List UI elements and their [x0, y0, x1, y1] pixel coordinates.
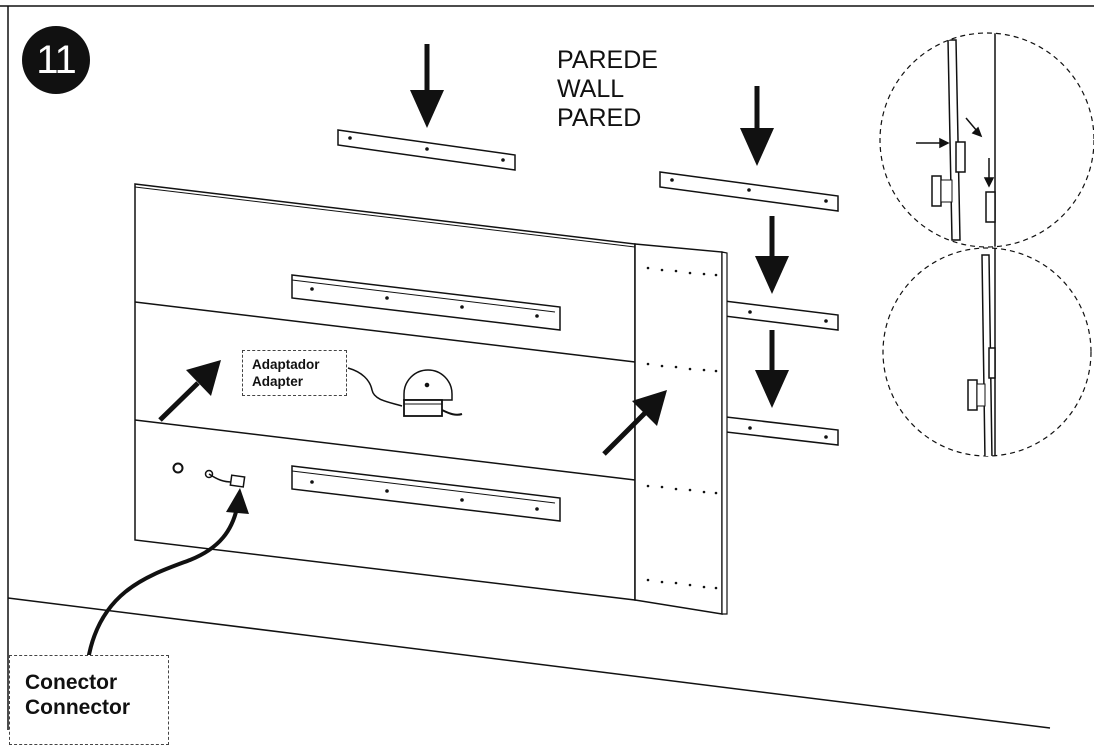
wall-rail-right-1: [659, 171, 839, 212]
step-number-badge: 11: [22, 26, 90, 94]
connector-plug: [208, 473, 246, 488]
power-adapter: [347, 367, 463, 417]
adapter-callout: Adaptador Adapter: [242, 350, 347, 396]
adapter-label-en: Adapter: [252, 374, 304, 389]
arrow-down-right-2: [755, 216, 789, 294]
arrow-down-right-1: [740, 86, 774, 166]
panel-rail-lower: [291, 465, 561, 522]
wall-label-pt: PAREDE: [557, 46, 658, 74]
wall-label: PAREDE WALL PARED: [557, 46, 658, 133]
detail-view-bottom: [882, 247, 1092, 457]
arrow-down-top: [410, 44, 444, 128]
arrows: [86, 44, 789, 661]
connector-callout: Conector Connector: [9, 655, 169, 745]
arrow-connector-curve: [86, 488, 249, 661]
arrow-down-right-3: [755, 330, 789, 408]
floor-line: [7, 597, 1051, 729]
connector-label-en: Connector: [25, 696, 130, 719]
arrow-diag-right: [602, 390, 667, 456]
panel-rail-upper: [291, 274, 561, 331]
wall-rail-top: [337, 129, 516, 171]
adapter-label-pt: Adaptador: [252, 357, 320, 372]
side-panel: [634, 243, 728, 615]
page-frame: [0, 5, 1094, 730]
connector-label-pt: Conector: [25, 671, 118, 694]
wall-label-en: WALL: [557, 75, 625, 103]
assembly-illustration: [0, 5, 1094, 730]
wall-label-es: PARED: [557, 104, 642, 132]
detail-view-top: [879, 32, 1094, 248]
arrow-diag-left: [158, 360, 221, 422]
